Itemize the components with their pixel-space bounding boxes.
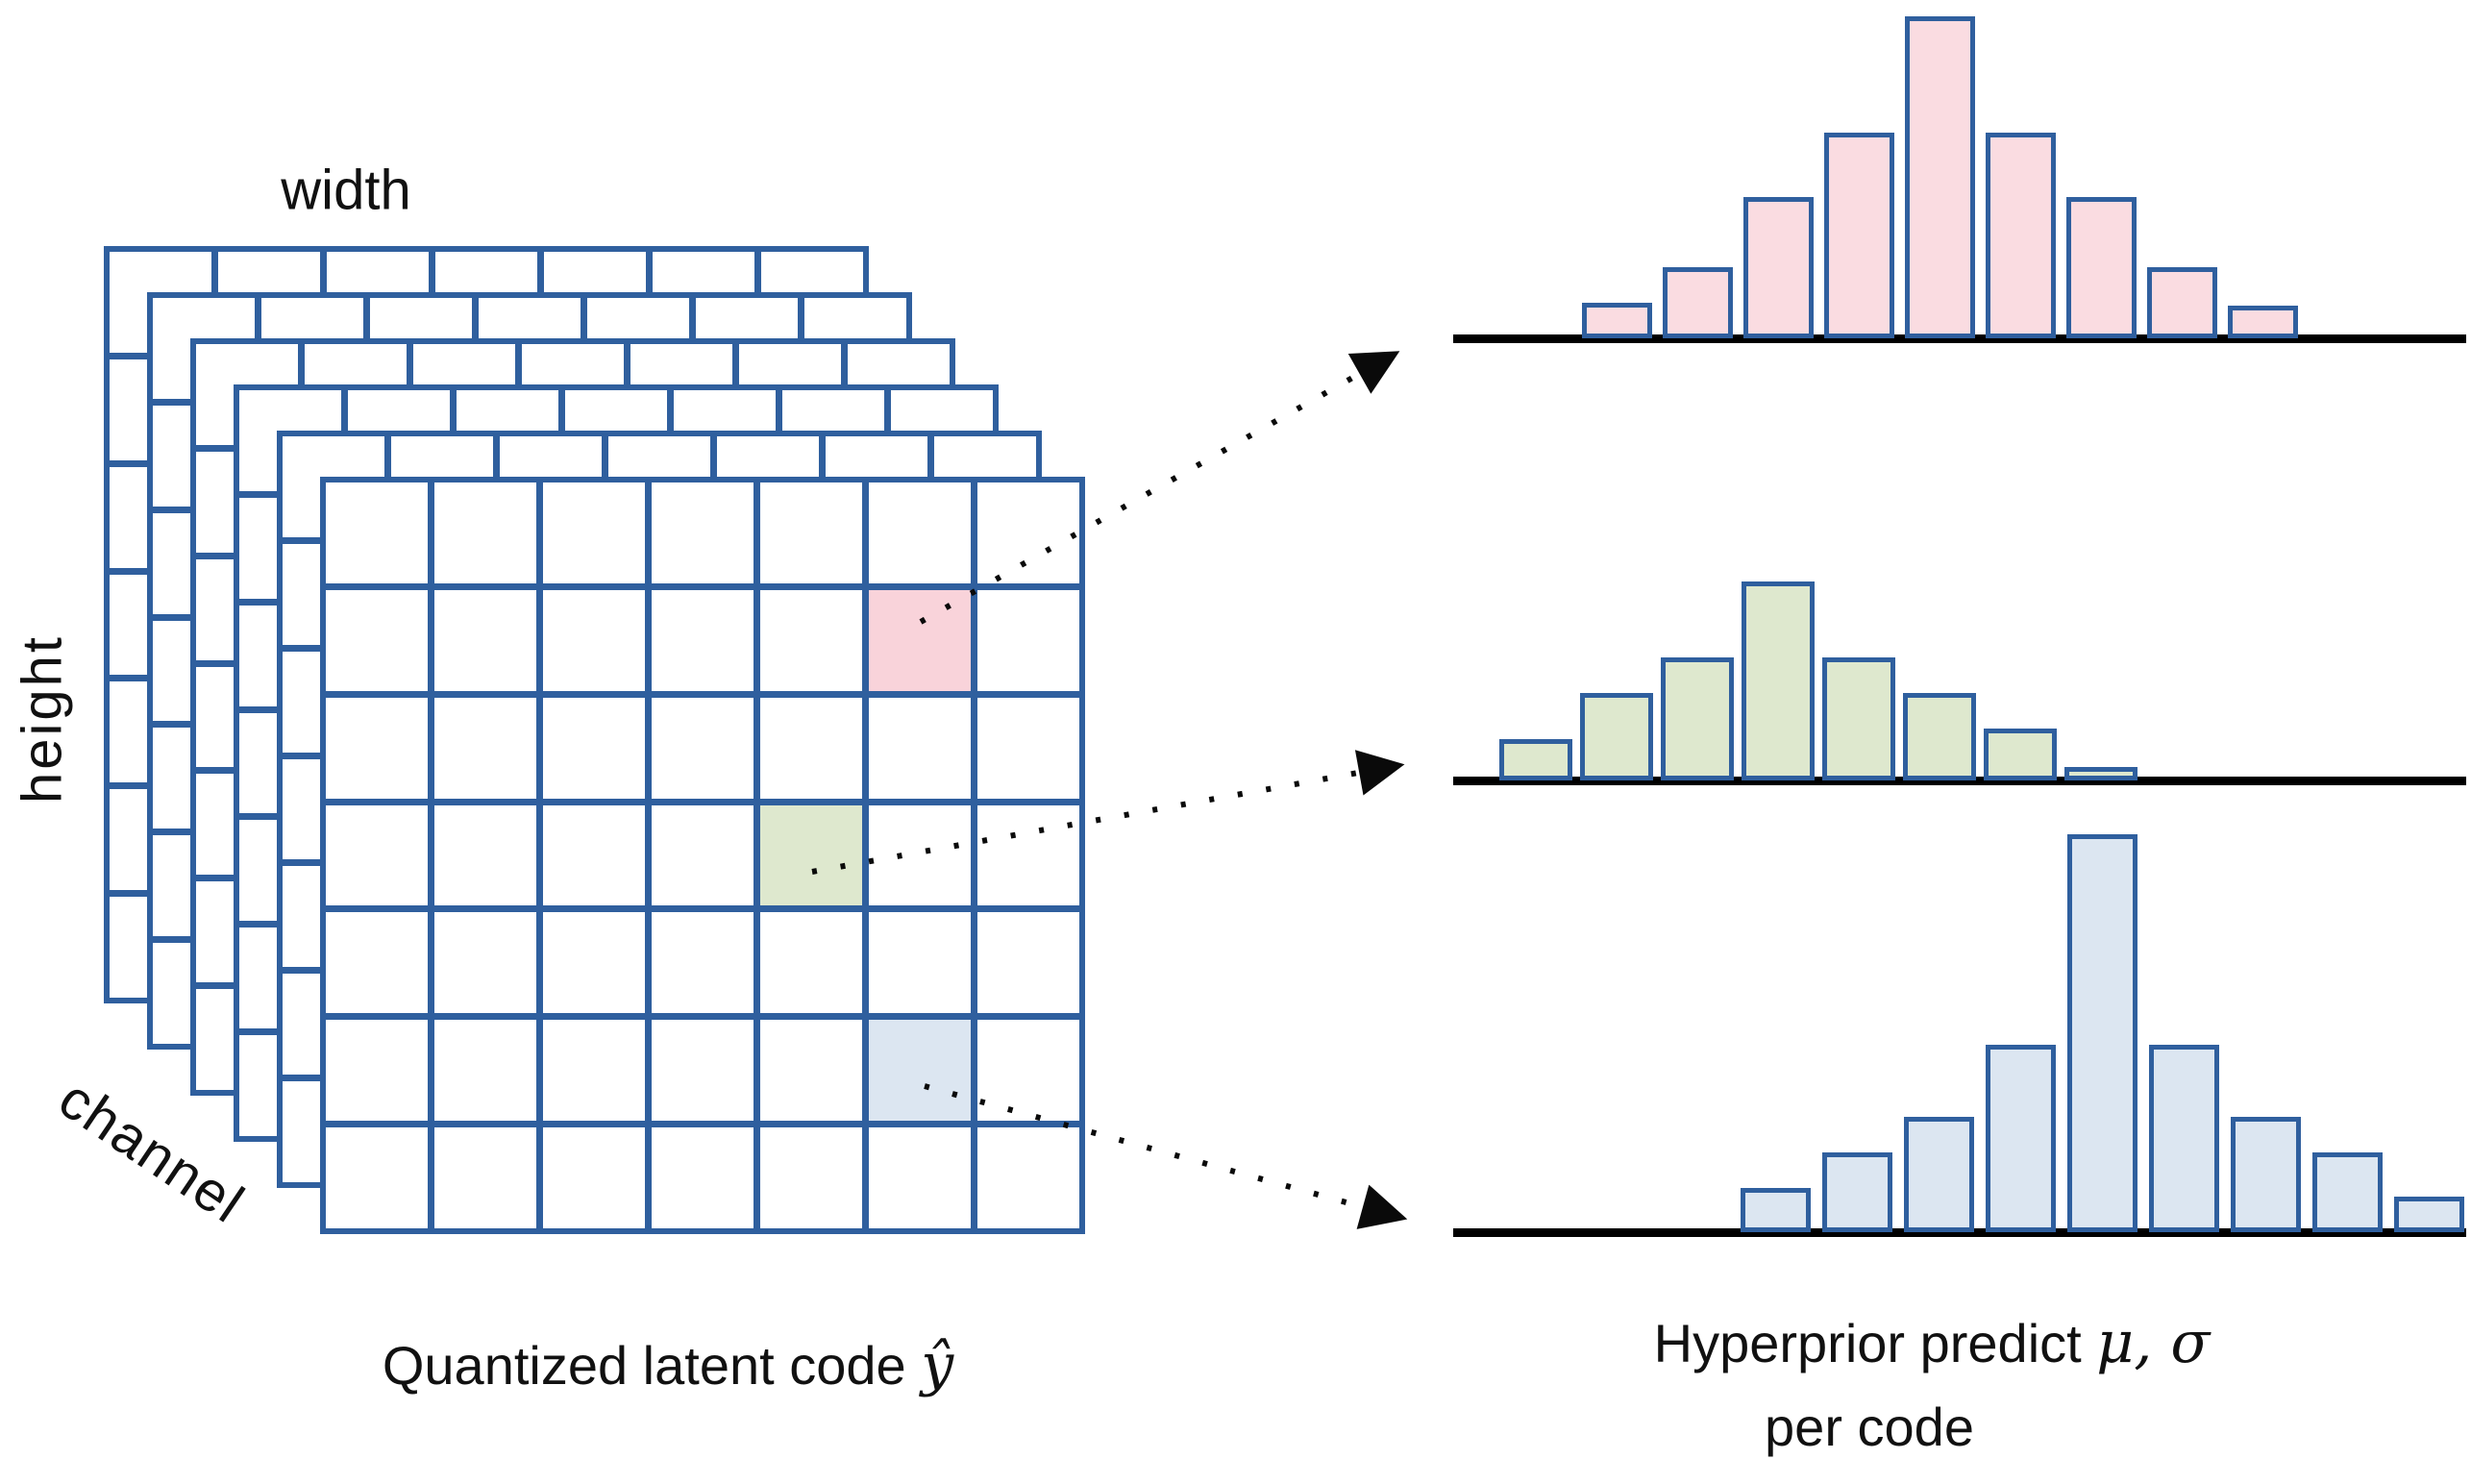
pink-code-distribution-bar: [2066, 197, 2137, 338]
tensor-cell: [326, 1020, 428, 1122]
green-code-distribution-bar: [1984, 729, 2057, 780]
tensor-cell: [869, 1127, 971, 1228]
tensor-cell: [543, 1020, 645, 1122]
tensor-cell: [434, 697, 536, 799]
tensor-cell: [652, 589, 754, 691]
tensor-cell: [977, 804, 1079, 906]
tensor-cell: [652, 482, 754, 583]
tensor-cell: [434, 804, 536, 906]
tensor-cell: [977, 912, 1079, 1014]
tensor-cell: [326, 482, 428, 583]
tensor-cell: [760, 482, 862, 583]
green-code-distribution-bar: [1661, 657, 1734, 780]
blue-code-distribution-bar: [1741, 1188, 1811, 1232]
tensor-cell: [652, 804, 754, 906]
width-axis-label: width: [281, 159, 411, 222]
green-code-distribution-bar: [1903, 693, 1976, 780]
tensor-cell: [434, 1020, 536, 1122]
tensor-cell: [543, 697, 645, 799]
pink-code-distribution-bar: [2228, 306, 2298, 338]
green-code-distribution-bar: [1580, 693, 1653, 780]
tensor-cell: [543, 804, 645, 906]
blue-code-distribution-bar: [2394, 1197, 2464, 1232]
caption-hyperprior-line2: per code: [1765, 1397, 1974, 1457]
tensor-cell: [434, 482, 536, 583]
tensor-cell: [869, 697, 971, 799]
pink-code-distribution-bar: [1905, 16, 1975, 338]
tensor-cell: [434, 589, 536, 691]
green-code-distribution-bar: [1499, 739, 1572, 780]
tensor-front-layer: [320, 477, 1085, 1234]
tensor-cell: [652, 912, 754, 1014]
blue-code-distribution-axis: [1453, 1228, 2466, 1237]
tensor-cell: [977, 1127, 1079, 1228]
tensor-cell: [977, 482, 1079, 583]
tensor-cell: [977, 1020, 1079, 1122]
tensor-cell-blue: [869, 1020, 971, 1122]
pink-code-distribution-bar: [2147, 267, 2217, 338]
tensor-cell: [869, 804, 971, 906]
caption-hyperprior-line1: Hyperprior predict μ, σ: [1547, 1309, 2316, 1376]
caption-left-text: Quantized latent code: [382, 1335, 906, 1396]
tensor-cell: [977, 589, 1079, 691]
tensor-cell: [543, 589, 645, 691]
caption-right-text: Hyperprior predict: [1653, 1313, 2082, 1373]
y-hat-symbol: ŷ: [921, 1331, 954, 1398]
green-code-distribution-axis: [1453, 777, 2466, 785]
tensor-cell: [326, 804, 428, 906]
green-code-distribution-bar: [2064, 767, 2137, 780]
green-code-distribution-bar: [1742, 581, 1815, 780]
pink-code-distribution-bar: [1582, 303, 1652, 338]
blue-code-distribution-bar: [2067, 834, 2137, 1232]
tensor-cell: [760, 1020, 862, 1122]
blue-code-distribution-bar: [2149, 1045, 2219, 1232]
blue-code-distribution-bar: [1904, 1117, 1974, 1232]
blue-code-distribution-bar: [1986, 1045, 2056, 1232]
tensor-cell-pink: [869, 589, 971, 691]
pink-code-distribution-bar: [1663, 267, 1733, 338]
tensor-cell: [434, 1127, 536, 1228]
tensor-cell: [543, 1127, 645, 1228]
caption-quantized-latent-code: Quantized latent code ŷ: [284, 1331, 1052, 1398]
tensor-cell: [760, 1127, 862, 1228]
tensor-cell: [543, 482, 645, 583]
tensor-cell: [760, 697, 862, 799]
height-axis-label: height: [11, 633, 74, 804]
tensor-cell: [326, 912, 428, 1014]
pink-code-distribution-bar: [1824, 133, 1894, 338]
tensor-cell: [869, 912, 971, 1014]
pink-code-distribution-bar: [1743, 197, 1814, 338]
tensor-cell: [869, 482, 971, 583]
tensor-cell: [652, 1020, 754, 1122]
tensor-cell: [434, 912, 536, 1014]
tensor-cell: [326, 589, 428, 691]
tensor-cell: [652, 697, 754, 799]
green-code-distribution-bar: [1822, 657, 1895, 780]
pink-code-distribution-bar: [1986, 133, 2056, 338]
tensor-cell: [543, 912, 645, 1014]
tensor-cell-green: [760, 804, 862, 906]
tensor-cell: [652, 1127, 754, 1228]
tensor-cell: [326, 1127, 428, 1228]
blue-code-distribution-bar: [2231, 1117, 2301, 1232]
tensor-cell: [326, 697, 428, 799]
blue-code-distribution-bar: [2312, 1152, 2383, 1232]
tensor-cell: [760, 912, 862, 1014]
blue-code-distribution-bar: [1822, 1152, 1892, 1232]
mu-sigma-symbol: μ, σ: [2096, 1309, 2211, 1376]
pink-code-distribution-axis: [1453, 334, 2466, 343]
tensor-cell: [760, 589, 862, 691]
tensor-cell: [977, 697, 1079, 799]
